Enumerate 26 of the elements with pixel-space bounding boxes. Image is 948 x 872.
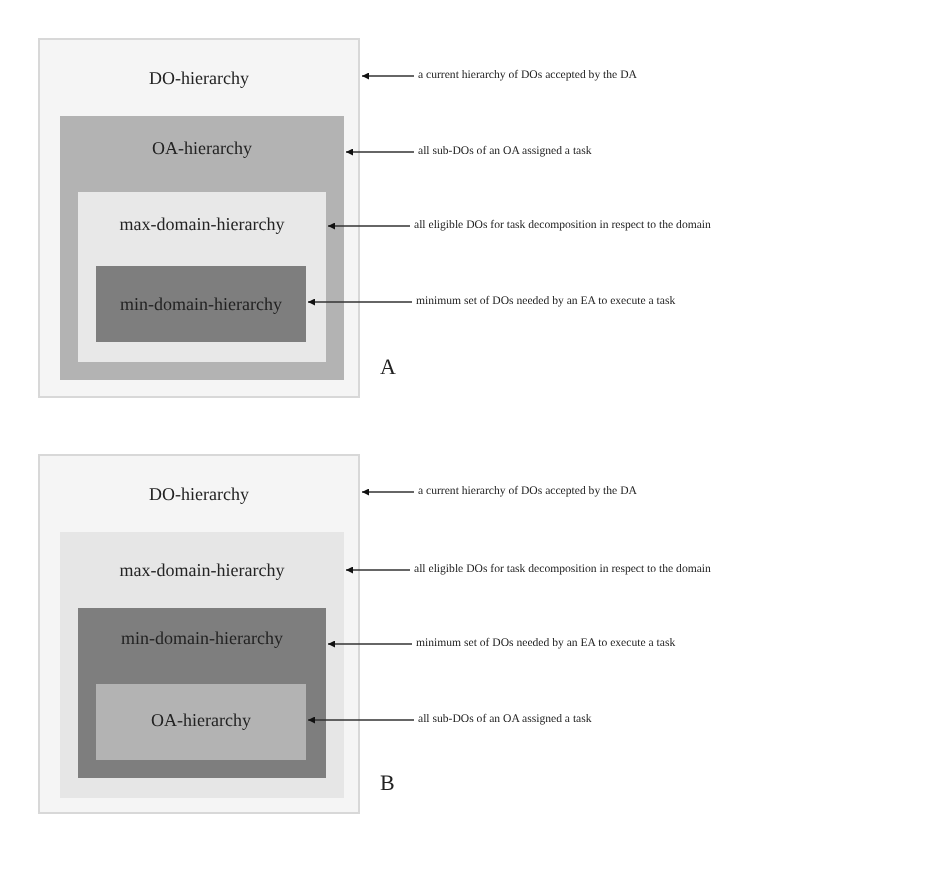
box-title: max-domain-hierarchy [117, 560, 287, 580]
arrow [361, 488, 415, 496]
box-title: DO-hierarchy [147, 68, 251, 88]
hierarchy-box [38, 454, 360, 814]
hierarchy-box [78, 192, 326, 362]
panel-letter: B [380, 772, 395, 796]
box-title: DO-hierarchy [147, 484, 251, 504]
hierarchy-box [60, 116, 344, 380]
arrow [345, 566, 411, 574]
box-title: OA-hierarchy [149, 710, 253, 730]
hierarchy-box [60, 532, 344, 798]
hierarchy-box [78, 608, 326, 778]
hierarchy-box [38, 38, 360, 398]
hierarchy-box [96, 684, 306, 760]
box-title: OA-hierarchy [150, 138, 254, 158]
box-title: min-domain-hierarchy [118, 294, 284, 314]
panel-letter: A [380, 356, 396, 380]
box-title: max-domain-hierarchy [117, 214, 287, 234]
arrow [307, 716, 415, 724]
arrow [327, 222, 411, 230]
arrow [345, 148, 415, 156]
arrow [307, 298, 413, 306]
box-title: min-domain-hierarchy [119, 628, 285, 648]
arrow [327, 640, 413, 648]
arrow [361, 72, 415, 80]
hierarchy-box [96, 266, 306, 342]
